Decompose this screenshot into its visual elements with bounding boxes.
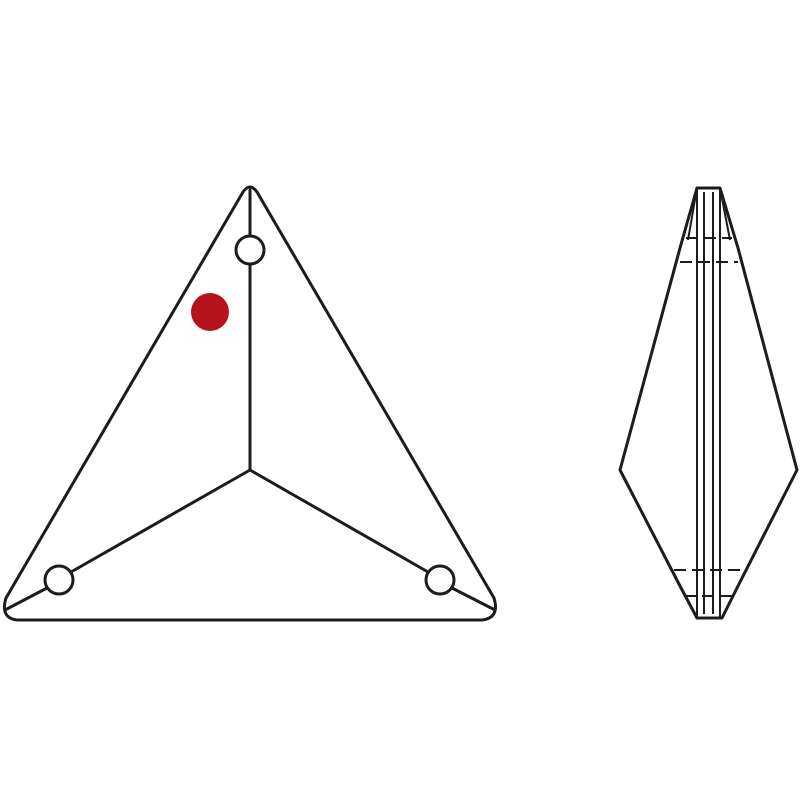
side-view-profile bbox=[618, 186, 799, 620]
triangle-outline bbox=[2, 185, 497, 622]
sewing-hole-right bbox=[424, 564, 456, 596]
sewing-hole-top bbox=[234, 234, 266, 266]
upper-shoulder-right bbox=[719, 187, 731, 241]
front-view-triangle bbox=[2, 185, 497, 622]
facet-line-right bbox=[248, 468, 430, 574]
facet-line-right-outer bbox=[450, 586, 497, 612]
facet-line-left bbox=[69, 468, 252, 574]
red-marker-dot bbox=[191, 293, 229, 331]
sewing-hole-left bbox=[43, 564, 75, 596]
facet-line-left-outer bbox=[3, 586, 49, 612]
side-profile-outline bbox=[618, 186, 799, 620]
upper-shoulder-left bbox=[687, 187, 698, 241]
